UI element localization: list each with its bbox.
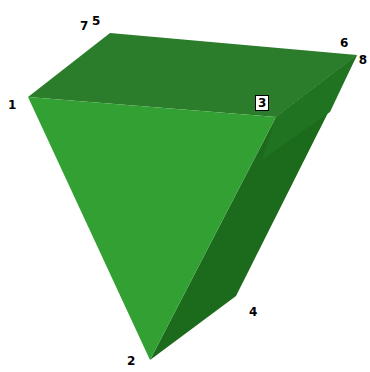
vertex-label-holder: 1 <box>8 95 16 113</box>
vertex-number: 3 <box>255 95 269 111</box>
right-face-upper <box>262 55 357 160</box>
vertex-number: 5 <box>92 14 100 28</box>
vertex-number: 8 <box>359 53 367 67</box>
vertex-label-holder: 8 <box>359 50 367 68</box>
vertex-label-holder: 3 <box>255 93 269 111</box>
front-face <box>28 97 276 360</box>
vertex-number: 1 <box>8 98 16 112</box>
vertex-number: 4 <box>249 305 257 319</box>
vertex-number: 7 <box>80 19 88 33</box>
vertex-number: 6 <box>340 36 348 50</box>
vertex-label-holder: 7 <box>80 16 88 34</box>
vertex-label-holder: 2 <box>127 351 135 369</box>
vertex-label-holder: 5 <box>92 11 100 29</box>
vertex-label-holder: 6 <box>340 33 348 51</box>
vertex-label-holder: 4 <box>249 302 257 320</box>
vertex-number: 2 <box>127 354 135 368</box>
